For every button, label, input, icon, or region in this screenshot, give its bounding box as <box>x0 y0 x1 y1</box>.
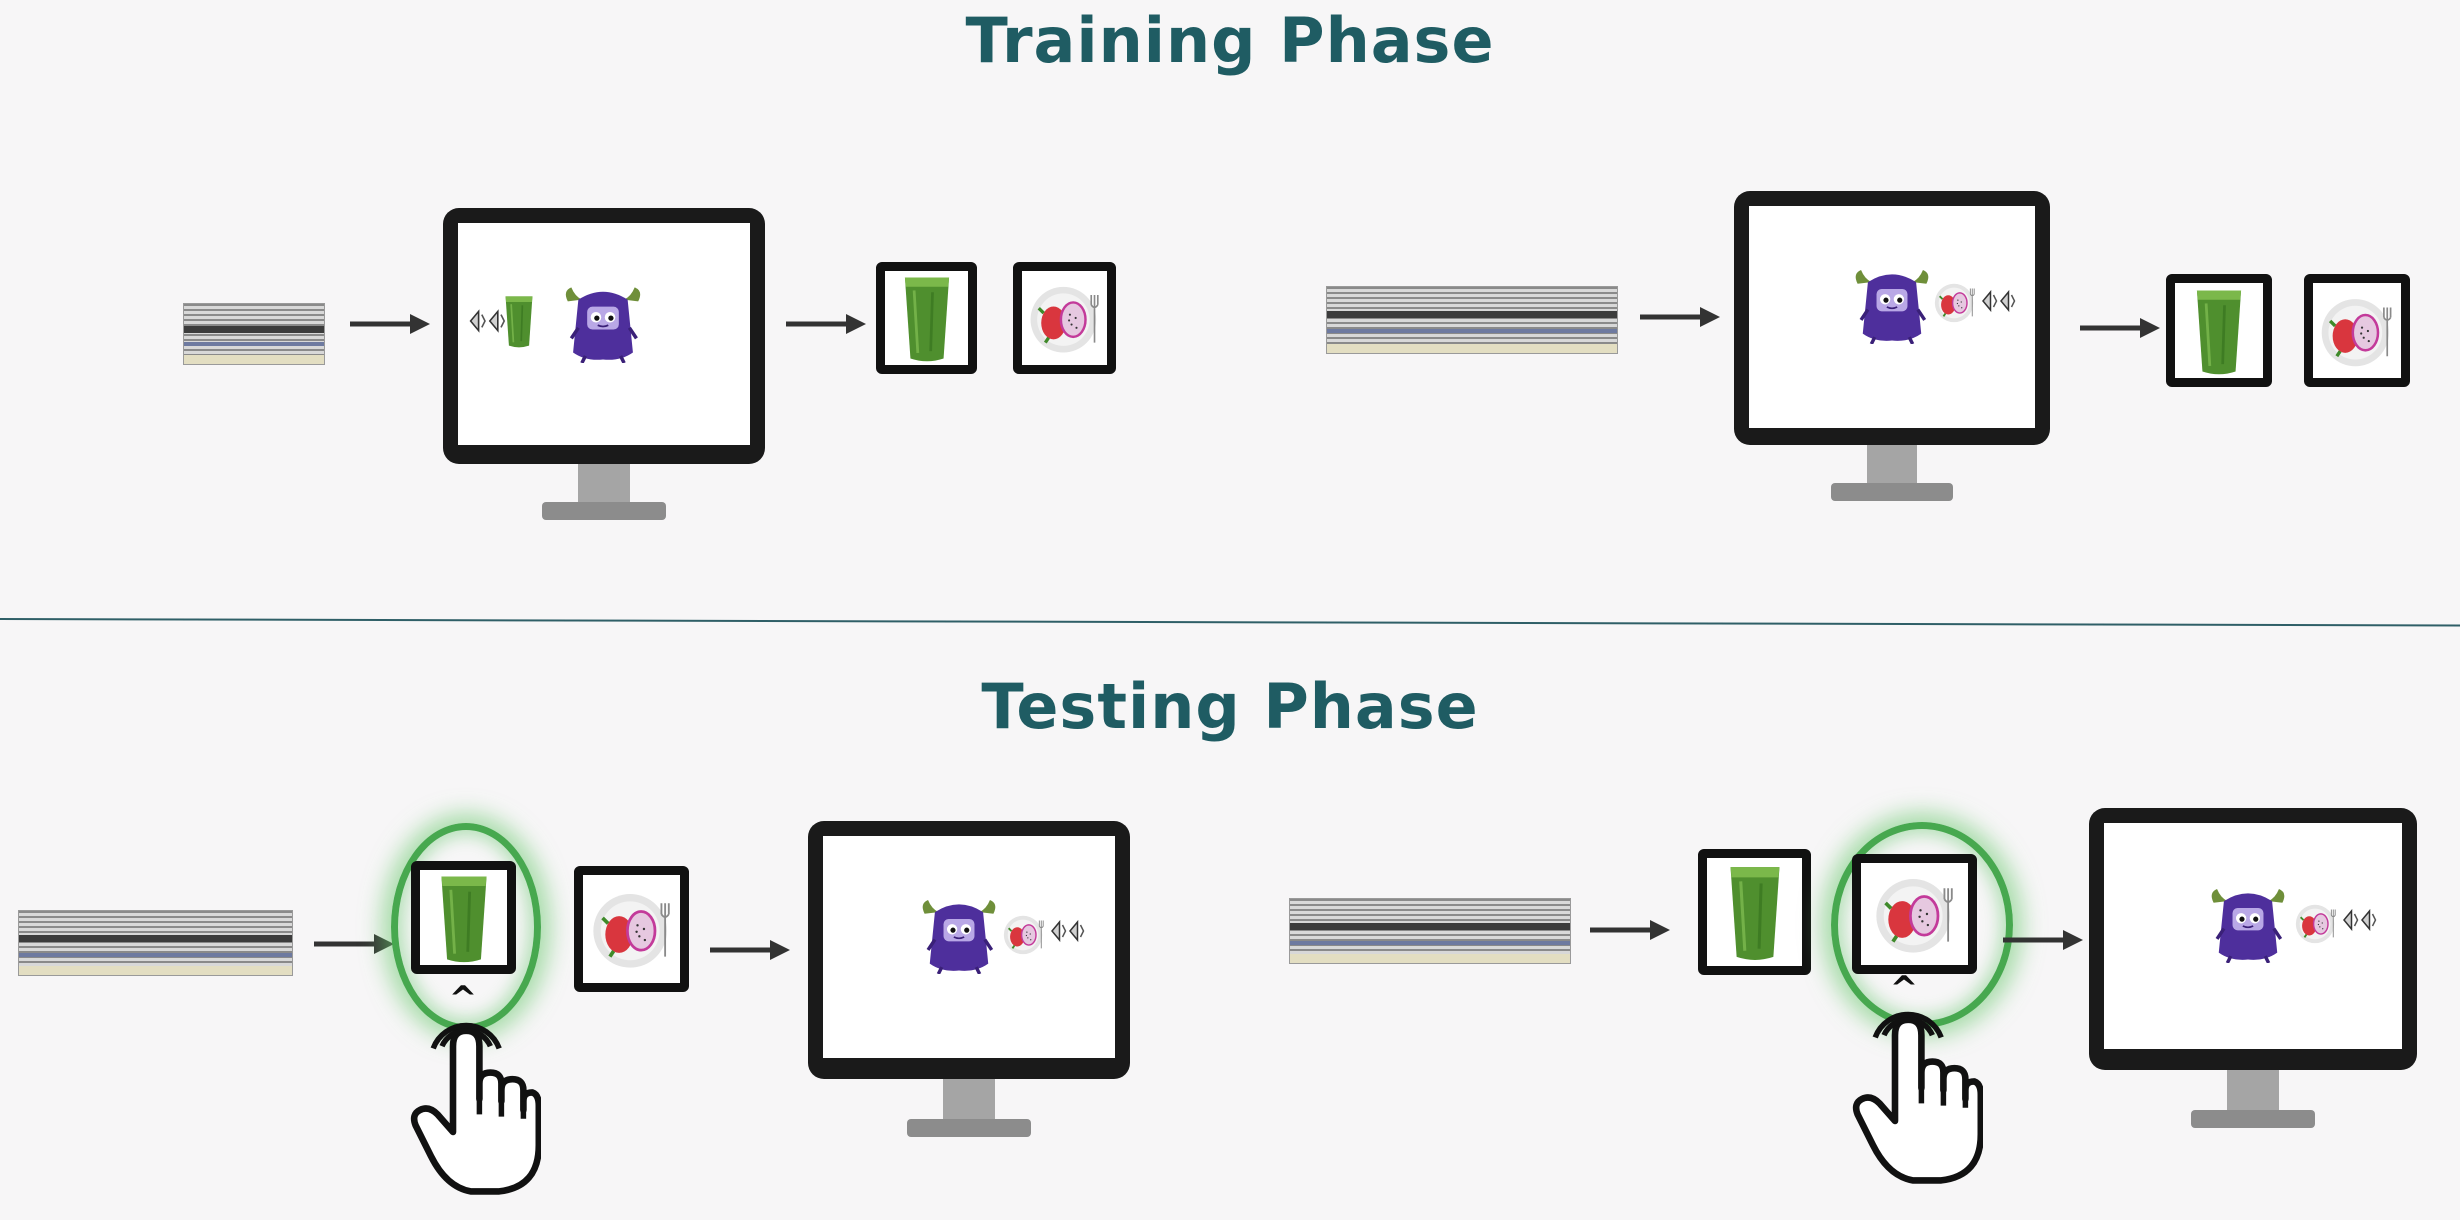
drink-card[interactable] <box>876 262 977 374</box>
arrow-icon <box>1588 918 1672 942</box>
drink-card[interactable] <box>1698 849 1811 975</box>
computer-monitor-icon <box>440 205 768 527</box>
green-smoothie-icon <box>439 874 488 964</box>
arrow-icon <box>1638 305 1722 329</box>
drink-card[interactable] <box>2166 274 2272 387</box>
pointing-hand-icon <box>1851 1004 1983 1198</box>
caret-up-icon: ^ <box>1889 969 1919 1009</box>
dragonfruit-plate-icon <box>591 892 671 970</box>
dragonfruit-plate-icon <box>1874 877 1954 955</box>
start-button[interactable] <box>1289 898 1571 964</box>
dragonfruit-plate-icon <box>1028 285 1099 355</box>
drink-card[interactable] <box>411 861 516 974</box>
arrow-icon <box>2078 316 2162 340</box>
start-button[interactable] <box>183 303 325 365</box>
green-smoothie-icon <box>902 276 951 363</box>
food-card[interactable] <box>1013 262 1116 374</box>
green-smoothie-icon <box>2195 288 2243 376</box>
arrow-icon <box>784 312 868 336</box>
food-card[interactable] <box>574 866 689 992</box>
phase-divider <box>0 618 2460 627</box>
testing-phase-title: Testing Phase <box>981 670 1479 743</box>
start-button[interactable] <box>1326 286 1618 354</box>
arrow-icon <box>708 938 792 962</box>
computer-monitor-icon <box>2086 805 2420 1135</box>
green-smoothie-icon <box>1728 865 1781 962</box>
arrow-icon <box>312 932 396 956</box>
training-phase-title: Training Phase <box>965 4 1495 77</box>
arrow-icon <box>348 312 432 336</box>
start-button[interactable] <box>18 910 293 976</box>
computer-monitor-icon <box>805 818 1133 1144</box>
food-card[interactable] <box>2304 274 2410 387</box>
caret-up-icon: ^ <box>448 979 478 1019</box>
computer-monitor-icon <box>1731 188 2053 508</box>
arrow-icon <box>2001 928 2085 952</box>
pointing-hand-icon <box>409 1018 541 1206</box>
food-card[interactable] <box>1852 854 1977 974</box>
dragonfruit-plate-icon <box>2320 296 2393 368</box>
